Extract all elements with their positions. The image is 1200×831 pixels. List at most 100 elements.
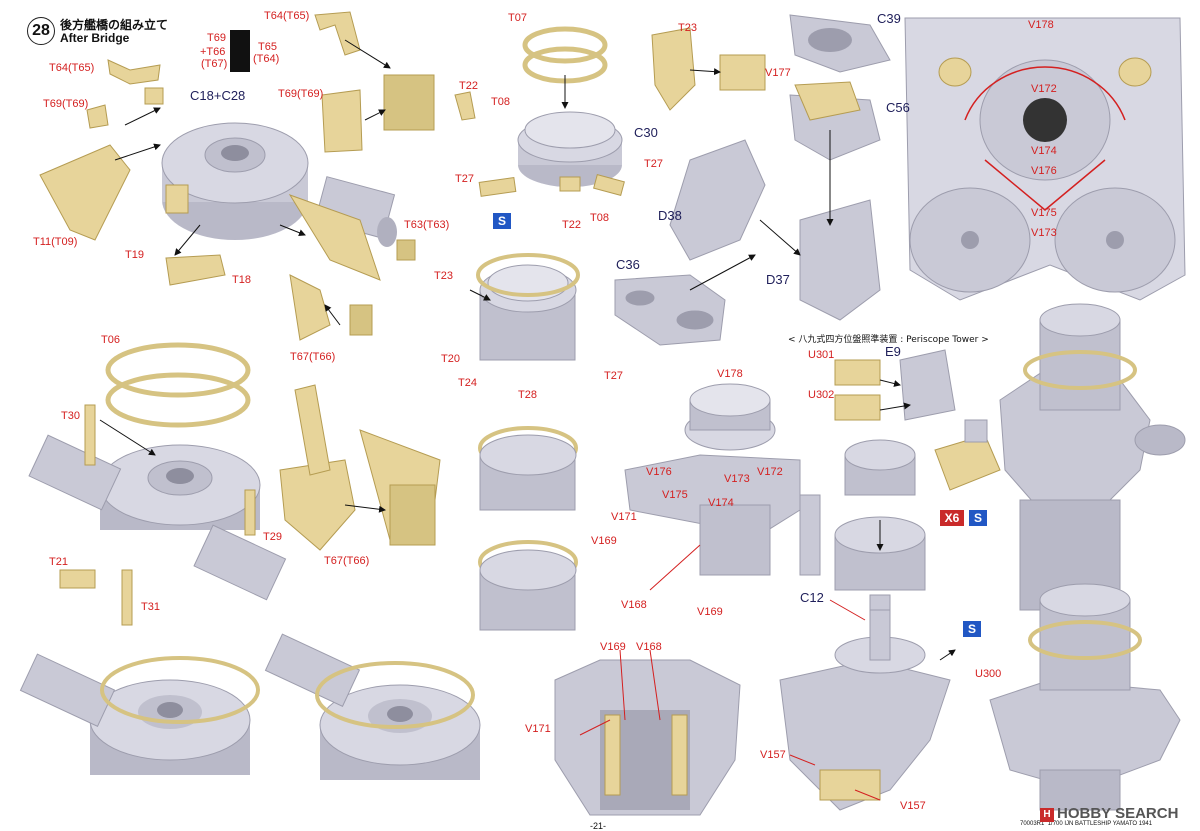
label-c30: C30 bbox=[634, 125, 658, 140]
label-t23-a: T23 bbox=[678, 22, 697, 34]
top-view-periscope-base bbox=[904, 17, 1186, 301]
pe-t67-t66 bbox=[279, 384, 441, 551]
label-v172-mid: V172 bbox=[757, 466, 783, 478]
label-c56: C56 bbox=[886, 100, 910, 115]
label-t11-t09: T11(T09) bbox=[33, 236, 78, 248]
part-tower-right-bottom bbox=[989, 583, 1181, 811]
assembly-arrows bbox=[99, 39, 956, 661]
watermark-text: HOBBY SEARCH bbox=[1057, 805, 1179, 822]
label-v175-mid: V175 bbox=[662, 489, 688, 501]
label-t20: T20 bbox=[441, 353, 460, 365]
label-t24: T24 bbox=[458, 377, 477, 389]
label-v172-top: V172 bbox=[1031, 83, 1057, 95]
legend-middle: +T66 bbox=[200, 46, 226, 58]
part-lower-turret bbox=[28, 434, 287, 601]
label-d37: D37 bbox=[766, 272, 790, 287]
legend-bottom: (T67) bbox=[201, 58, 228, 70]
step-title-jp: 後方艦橋の組み立て bbox=[60, 18, 169, 32]
part-bottom-turret-b bbox=[264, 633, 481, 780]
part-tower-t20 bbox=[479, 264, 577, 361]
leader-lines bbox=[579, 544, 881, 801]
label-v177: V177 bbox=[765, 67, 791, 79]
label-t07: T07 bbox=[508, 12, 527, 24]
label-c39: C39 bbox=[877, 11, 901, 26]
legend-top: T69 bbox=[207, 32, 226, 44]
label-v157-a: V157 bbox=[760, 749, 786, 761]
label-v168-b: V168 bbox=[636, 641, 662, 653]
part-c18-c28 bbox=[161, 122, 397, 247]
badge-x6: X6 bbox=[940, 510, 964, 526]
part-d38-d37-c36 bbox=[614, 139, 881, 346]
label-t06: T06 bbox=[101, 334, 120, 346]
label-v171-a: V171 bbox=[611, 511, 637, 523]
label-t27-a: T27 bbox=[455, 173, 474, 185]
footer-product-name: 1/700 IJN BATTLESHIP YAMATO 1941 bbox=[1047, 821, 1153, 827]
swap-arrow-icon bbox=[230, 30, 250, 72]
part-bottom-turret-a bbox=[19, 653, 260, 775]
label-t28: T28 bbox=[518, 389, 537, 401]
label-v178-top: V178 bbox=[1028, 19, 1054, 31]
label-u300: U300 bbox=[975, 668, 1002, 680]
label-t29: T29 bbox=[263, 531, 282, 543]
label-v157-b: V157 bbox=[900, 800, 926, 812]
part-tower-right-top bbox=[999, 303, 1186, 611]
label-u302: U302 bbox=[808, 389, 835, 401]
label-t08-b: T08 bbox=[590, 212, 609, 224]
legend-right-bottom: (T64) bbox=[253, 53, 280, 65]
label-t69-t69-mid: T69(T69) bbox=[278, 88, 324, 100]
part-periscope-assembled bbox=[779, 609, 951, 811]
part-cutaway-v168-v169 bbox=[554, 659, 741, 816]
pe-c30-parts bbox=[454, 91, 625, 197]
pe-t06 bbox=[105, 342, 251, 428]
part-director-base bbox=[624, 383, 801, 576]
label-v174-mid: V174 bbox=[708, 497, 734, 509]
label-t22-a: T22 bbox=[459, 80, 478, 92]
label-t67-t66-b: T67(T66) bbox=[324, 555, 370, 567]
part-c39-c56 bbox=[789, 14, 891, 161]
label-t22-b: T22 bbox=[562, 219, 581, 231]
label-t19: T19 bbox=[125, 249, 144, 261]
label-t67-t66-a: T67(T66) bbox=[290, 351, 336, 363]
step-title-en: After Bridge bbox=[60, 31, 130, 45]
label-v169-a: V169 bbox=[591, 535, 617, 547]
label-t31: T31 bbox=[141, 601, 160, 613]
page-number: -21- bbox=[590, 821, 607, 831]
label-v171-b: V171 bbox=[525, 723, 551, 735]
label-t08-a: T08 bbox=[491, 96, 510, 108]
label-c12: C12 bbox=[800, 590, 824, 605]
label-c18-c28: C18+C28 bbox=[190, 88, 246, 103]
pe-t07 bbox=[522, 26, 608, 84]
part-c30 bbox=[517, 111, 623, 187]
pe-ladders bbox=[59, 404, 256, 626]
footer-product: 70003R1 1/700 IJN BATTLESHIP YAMATO 1941 bbox=[1020, 821, 1152, 827]
label-t23-b: T23 bbox=[434, 270, 453, 282]
label-t64-t65-top: T64(T65) bbox=[264, 10, 310, 22]
label-e9: E9 bbox=[885, 344, 901, 359]
label-c36: C36 bbox=[616, 257, 640, 272]
label-v174-top: V174 bbox=[1031, 145, 1057, 157]
label-v178-mid: V178 bbox=[717, 368, 743, 380]
label-v168-a: V168 bbox=[621, 599, 647, 611]
pe-t64-t65 bbox=[39, 11, 435, 341]
label-u301: U301 bbox=[808, 349, 835, 361]
label-t18: T18 bbox=[232, 274, 251, 286]
hobby-search-logo-icon: H bbox=[1040, 808, 1054, 822]
label-t69-t69-left: T69(T69) bbox=[43, 98, 89, 110]
label-v173-top: V173 bbox=[1031, 227, 1057, 239]
label-t63-t63: T63(T63) bbox=[404, 219, 450, 231]
footer-code: 70003R1 bbox=[1020, 821, 1045, 827]
label-v169-c: V169 bbox=[600, 641, 626, 653]
label-v176-top: V176 bbox=[1031, 165, 1057, 177]
part-e9-u301-u302 bbox=[834, 349, 1001, 491]
label-t64-t65-left: T64(T65) bbox=[49, 62, 95, 74]
label-v176-mid: V176 bbox=[646, 466, 672, 478]
badge-s-2: S bbox=[969, 510, 987, 526]
legend-right-top: T65 bbox=[258, 41, 277, 53]
label-v175-top: V175 bbox=[1031, 207, 1057, 219]
step-number: 28 bbox=[27, 17, 55, 45]
badge-s-1: S bbox=[493, 213, 511, 229]
badge-s-3: S bbox=[963, 621, 981, 637]
